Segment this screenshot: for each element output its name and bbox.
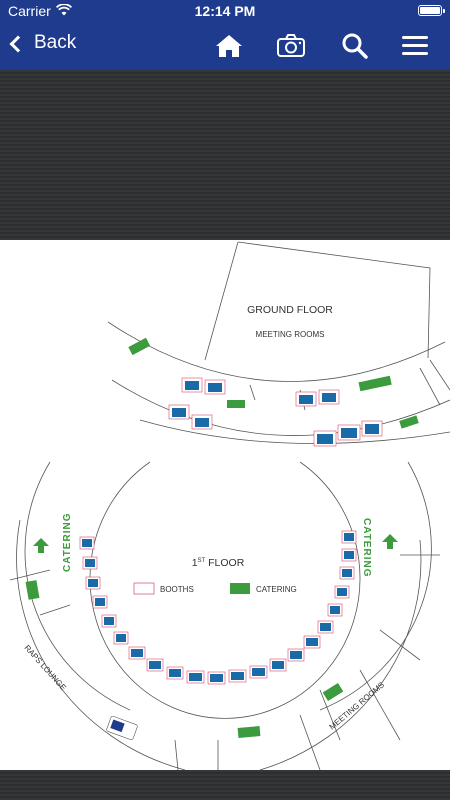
map-viewer[interactable]: GROUND FLOOR MEETING ROOMS [0,70,450,800]
legend-booths-swatch [133,582,155,595]
first-floor-walls [9,461,440,770]
chevron-left-icon [9,35,27,52]
legend-catering-label: CATERING [256,585,297,594]
map-legend: BOOTHS CATERING [133,582,297,595]
floor-map[interactable]: GROUND FLOOR MEETING ROOMS [0,240,450,770]
legend-catering-swatch [230,583,250,594]
sponsor-logo [106,715,138,741]
home-icon[interactable] [214,32,244,60]
ground-floor-title: GROUND FLOOR [247,304,333,316]
raps-lounge-label: RAPS LOUNGE [23,643,68,692]
navigation-bar: Back [0,22,450,70]
back-button[interactable]: Back [9,32,77,54]
legend-booths-label: BOOTHS [160,585,194,594]
wifi-icon [55,3,73,19]
arrow-up-icon-left [33,538,49,553]
arrow-up-icon-right [382,534,398,549]
first-floor-title: 1ST FLOOR [192,557,245,569]
battery-icon [418,5,445,16]
ground-catering-blocks [128,337,419,429]
menu-icon[interactable] [400,32,430,60]
ground-booths [168,377,383,447]
first-floor-booths [79,530,357,685]
carrier-label: Carrier [8,3,51,19]
catering-label-right: CATERING [361,518,372,577]
search-icon[interactable] [340,32,370,60]
catering-label-left: CATERING [62,513,73,572]
clock: 12:14 PM [194,3,256,19]
ground-floor-subtitle: MEETING ROOMS [256,330,325,339]
first-floor-catering-blocks [25,580,344,738]
camera-icon[interactable] [276,32,306,60]
ground-floor-walls [107,241,450,444]
back-label: Back [34,32,77,53]
status-bar: Carrier 12:14 PM [0,0,450,22]
